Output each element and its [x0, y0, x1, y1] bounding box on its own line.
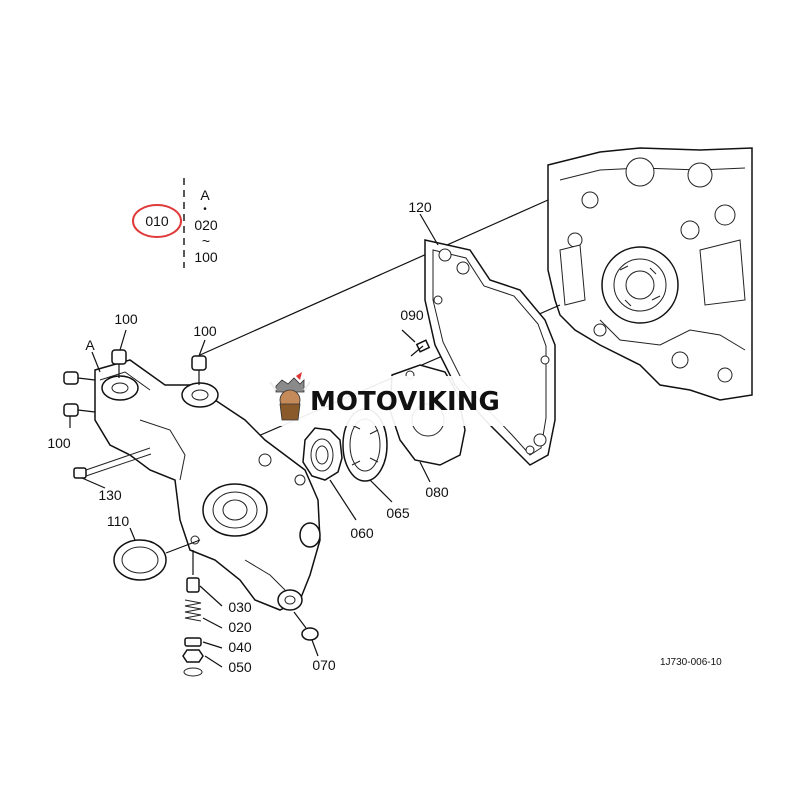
callout-020: 020 — [228, 619, 252, 635]
plug-100-top-right — [191, 355, 207, 385]
drawing-id: 1J730-006-10 — [660, 657, 722, 668]
legend-dot: • — [203, 204, 207, 215]
spring-020 — [184, 599, 202, 622]
plug-100-top-left — [111, 349, 127, 378]
inner-rotor-060 — [302, 427, 343, 481]
callout-060: 060 — [350, 525, 374, 541]
engine-block — [547, 147, 753, 401]
callout-labels: 120 090 100 100 A 100 130 110 060 065 08… — [47, 199, 449, 675]
highlight-circle — [132, 204, 182, 238]
legend-top-letter: A — [200, 187, 210, 203]
legend-highlighted: 010 — [145, 213, 169, 229]
callout-A: A — [85, 337, 95, 353]
front-housing-010 — [94, 359, 321, 611]
callout-100-a: 100 — [114, 311, 138, 327]
leader-lines — [69, 213, 439, 668]
callout-030: 030 — [228, 599, 252, 615]
o-ring-070 — [293, 611, 319, 641]
callout-100-b: 100 — [193, 323, 217, 339]
legend-bottom: 100 — [194, 249, 218, 265]
plug-050 — [182, 649, 204, 663]
oil-seal-110 — [113, 539, 201, 581]
legend-tilde: ~ — [202, 233, 210, 249]
callout-120: 120 — [408, 199, 432, 215]
plug-030 — [186, 577, 200, 593]
relief-valve-stack — [182, 550, 204, 677]
callout-050: 050 — [228, 659, 252, 675]
bolt-130 — [73, 447, 152, 479]
legend-mid: 020 — [194, 217, 218, 233]
plug-100-left-upper — [63, 371, 96, 385]
watermark: MOTOVIKING — [264, 372, 536, 426]
outer-rotor-065 — [342, 408, 388, 482]
callout-100-c: 100 — [47, 435, 71, 451]
callout-040: 040 — [228, 639, 252, 655]
watermark-text: MOTOVIKING — [310, 387, 500, 417]
callout-130: 130 — [98, 487, 122, 503]
plug-100-left-lower — [63, 403, 96, 417]
callout-110: 110 — [107, 513, 130, 529]
bolt-090 — [410, 339, 431, 357]
callout-065: 065 — [386, 505, 410, 521]
callout-080: 080 — [425, 484, 449, 500]
viking-icon — [269, 372, 311, 421]
callout-090: 090 — [400, 307, 424, 323]
callout-070: 070 — [312, 657, 336, 673]
washer-040 — [184, 637, 202, 647]
legend: 010 A • 020 ~ 100 — [132, 178, 218, 268]
